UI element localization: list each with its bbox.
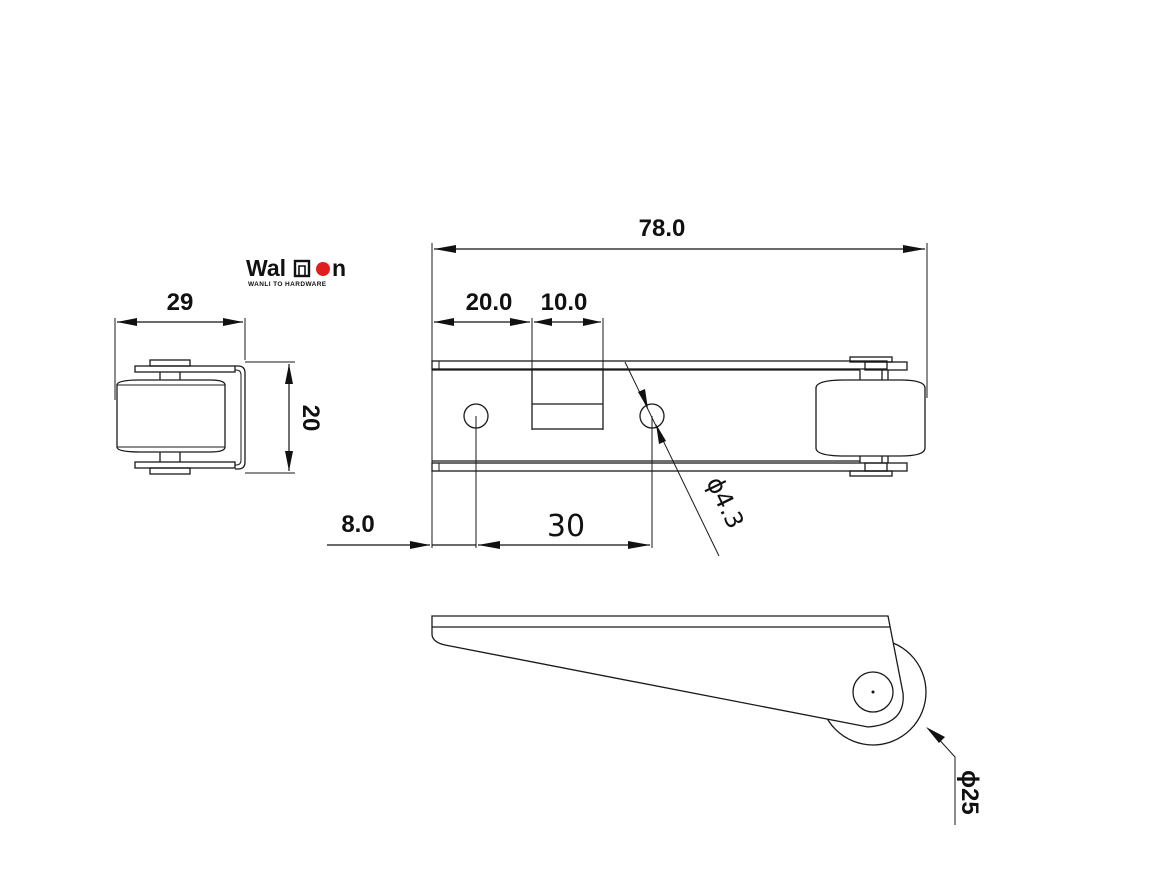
logo-text-suffix: n [332,255,346,281]
hole-diameter-label: ϕ4.3 [701,472,750,533]
hole-spacing-label: 30 [547,509,585,544]
slot-width-label: 10.0 [541,289,588,316]
brand-logo: Wal n WANLI TO HARDWARE [246,255,346,288]
wheel-hub [852,671,894,713]
logo-maze-glyph [293,259,330,278]
front-view: ϕ25 [431,615,983,825]
side-view: 29 20 [114,289,324,475]
logo-tagline: WANLI TO HARDWARE [248,281,327,288]
logo-text-prefix: Wal [246,255,286,281]
side-width-label: 29 [167,289,194,316]
logo-red-dot [316,262,330,276]
top-view: 78.0 20.0 10.0 [327,215,928,557]
wheel-diameter-label: ϕ25 [956,770,983,815]
overall-length-label: 78.0 [639,215,686,242]
hole-offset-label: 8.0 [341,511,374,538]
slot-offset-label: 20.0 [466,289,513,316]
side-height-label: 20 [297,405,324,432]
